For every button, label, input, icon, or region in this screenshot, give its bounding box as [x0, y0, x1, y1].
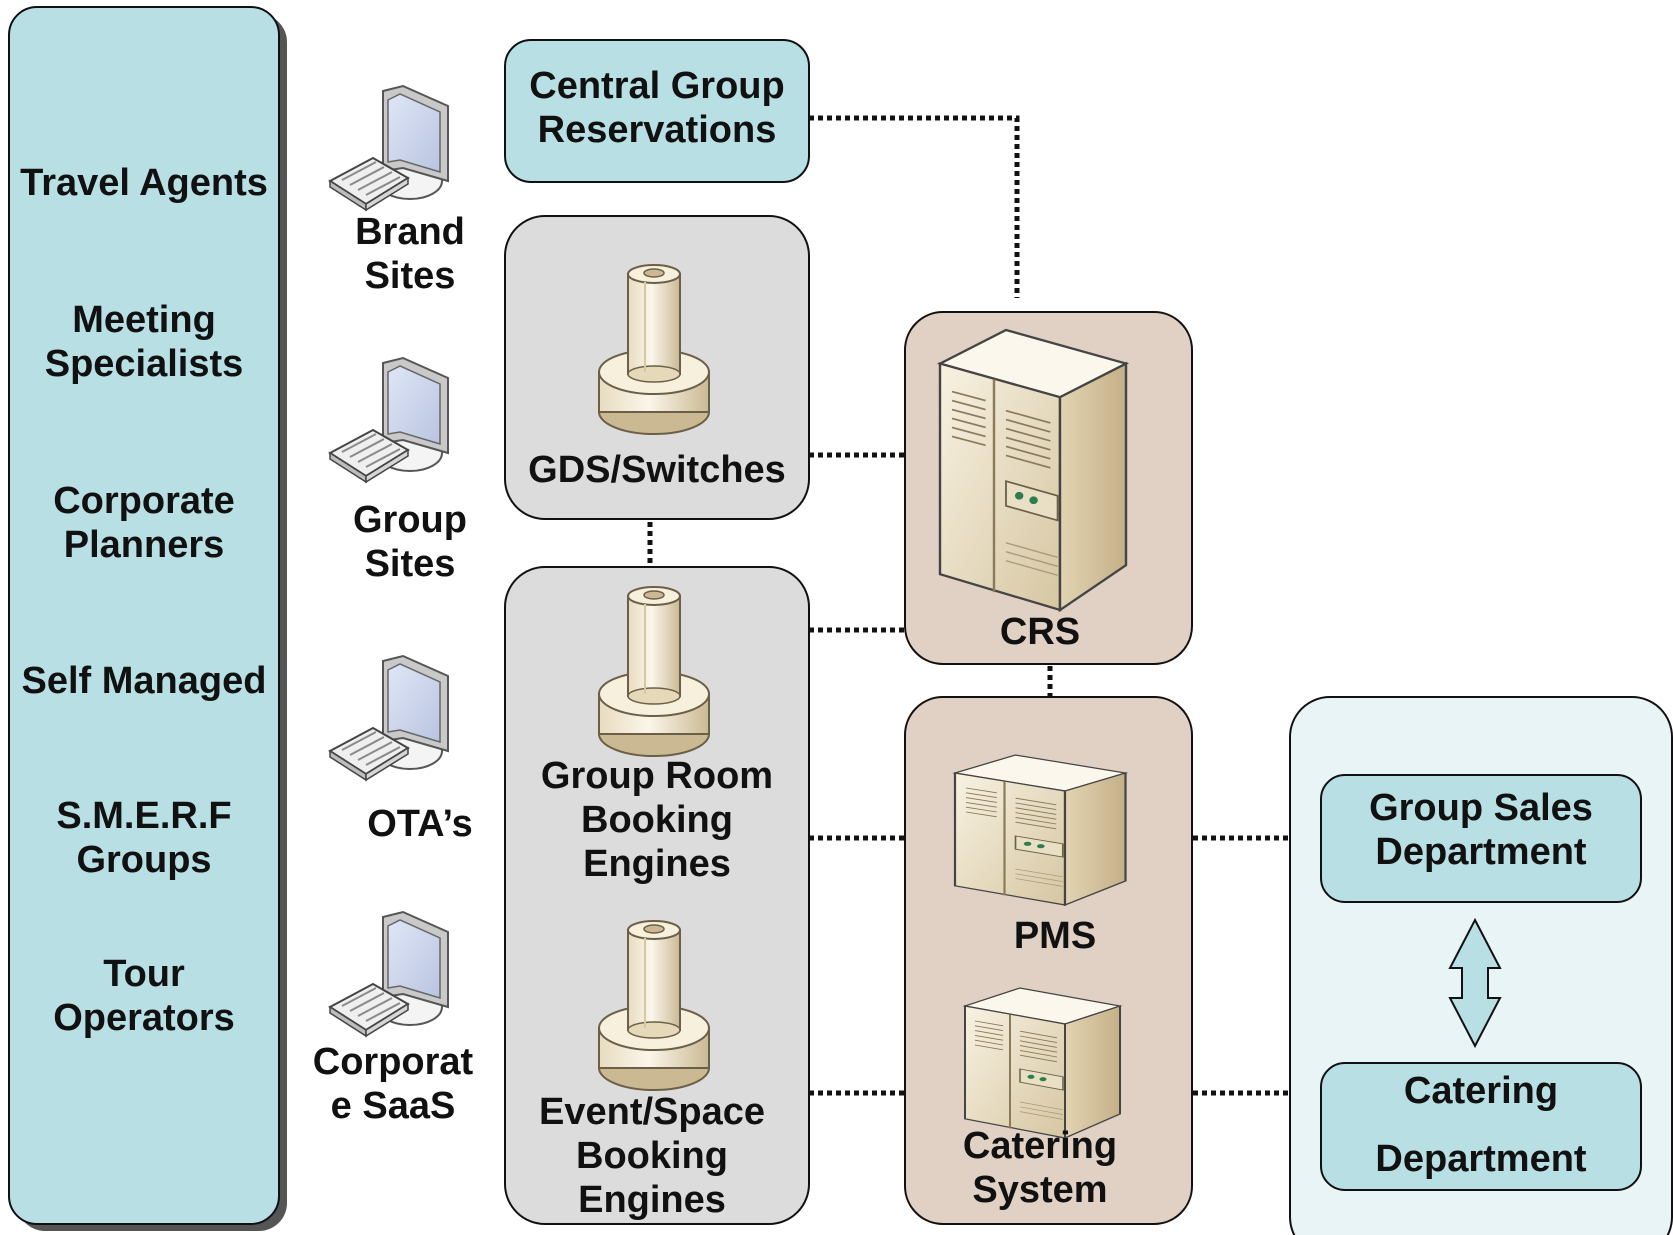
server-icon-pms: [953, 753, 1127, 907]
audience-item-travel-agents: Travel Agents: [20, 162, 268, 204]
computer-icon-corporate-saas: [329, 911, 449, 1037]
group-sales-label: Group Sales Department: [1369, 787, 1593, 873]
crs-label: CRS: [999, 611, 1081, 653]
channel-label-group-sites: Group Sites: [353, 499, 467, 585]
booking-engines-box: [504, 566, 810, 1225]
connector-central-crs: [809, 115, 1020, 298]
server-icon-crs: [938, 328, 1128, 612]
computer-icon-brand-sites: [329, 85, 449, 211]
catering-dept-box: [1320, 1062, 1642, 1191]
audience-item-self-managed: Self Managed: [21, 660, 267, 702]
audience-item-meeting-specialists: Meeting Specialists: [44, 299, 244, 385]
computer-icon-otas: [329, 655, 449, 781]
audience-item-tour-operators: Tour Operators: [53, 953, 235, 1039]
audience-item-corporate-planners: Corporate Planners: [53, 480, 235, 566]
channel-label-otas: OTA’s: [367, 803, 473, 845]
group-room-label: Group Room Booking Engines: [540, 755, 774, 885]
channel-label-brand-sites: Brand Sites: [355, 211, 465, 297]
audience-item-smerf-groups: S.M.E.R.F Groups: [56, 795, 232, 881]
central-group-label: Central Group Reservations: [529, 65, 785, 151]
computer-icon-group-sites: [329, 357, 449, 483]
event-space-label: Event/Space Booking Engines: [539, 1091, 765, 1221]
channel-label-corporate-saas: Corporat e SaaS: [312, 1041, 474, 1127]
pms-label: PMS: [1013, 915, 1097, 957]
catering-dept-label: Catering Department: [1375, 1070, 1587, 1180]
server-icon-catering: [964, 987, 1121, 1139]
group-sales-box: [1320, 774, 1642, 903]
catering-system-label: Catering System: [962, 1125, 1118, 1211]
double-arrow-icon: [1448, 917, 1502, 1049]
audience-panel: [8, 6, 280, 1225]
central-group-box: [504, 39, 810, 183]
gds-label: GDS/Switches: [528, 449, 786, 491]
